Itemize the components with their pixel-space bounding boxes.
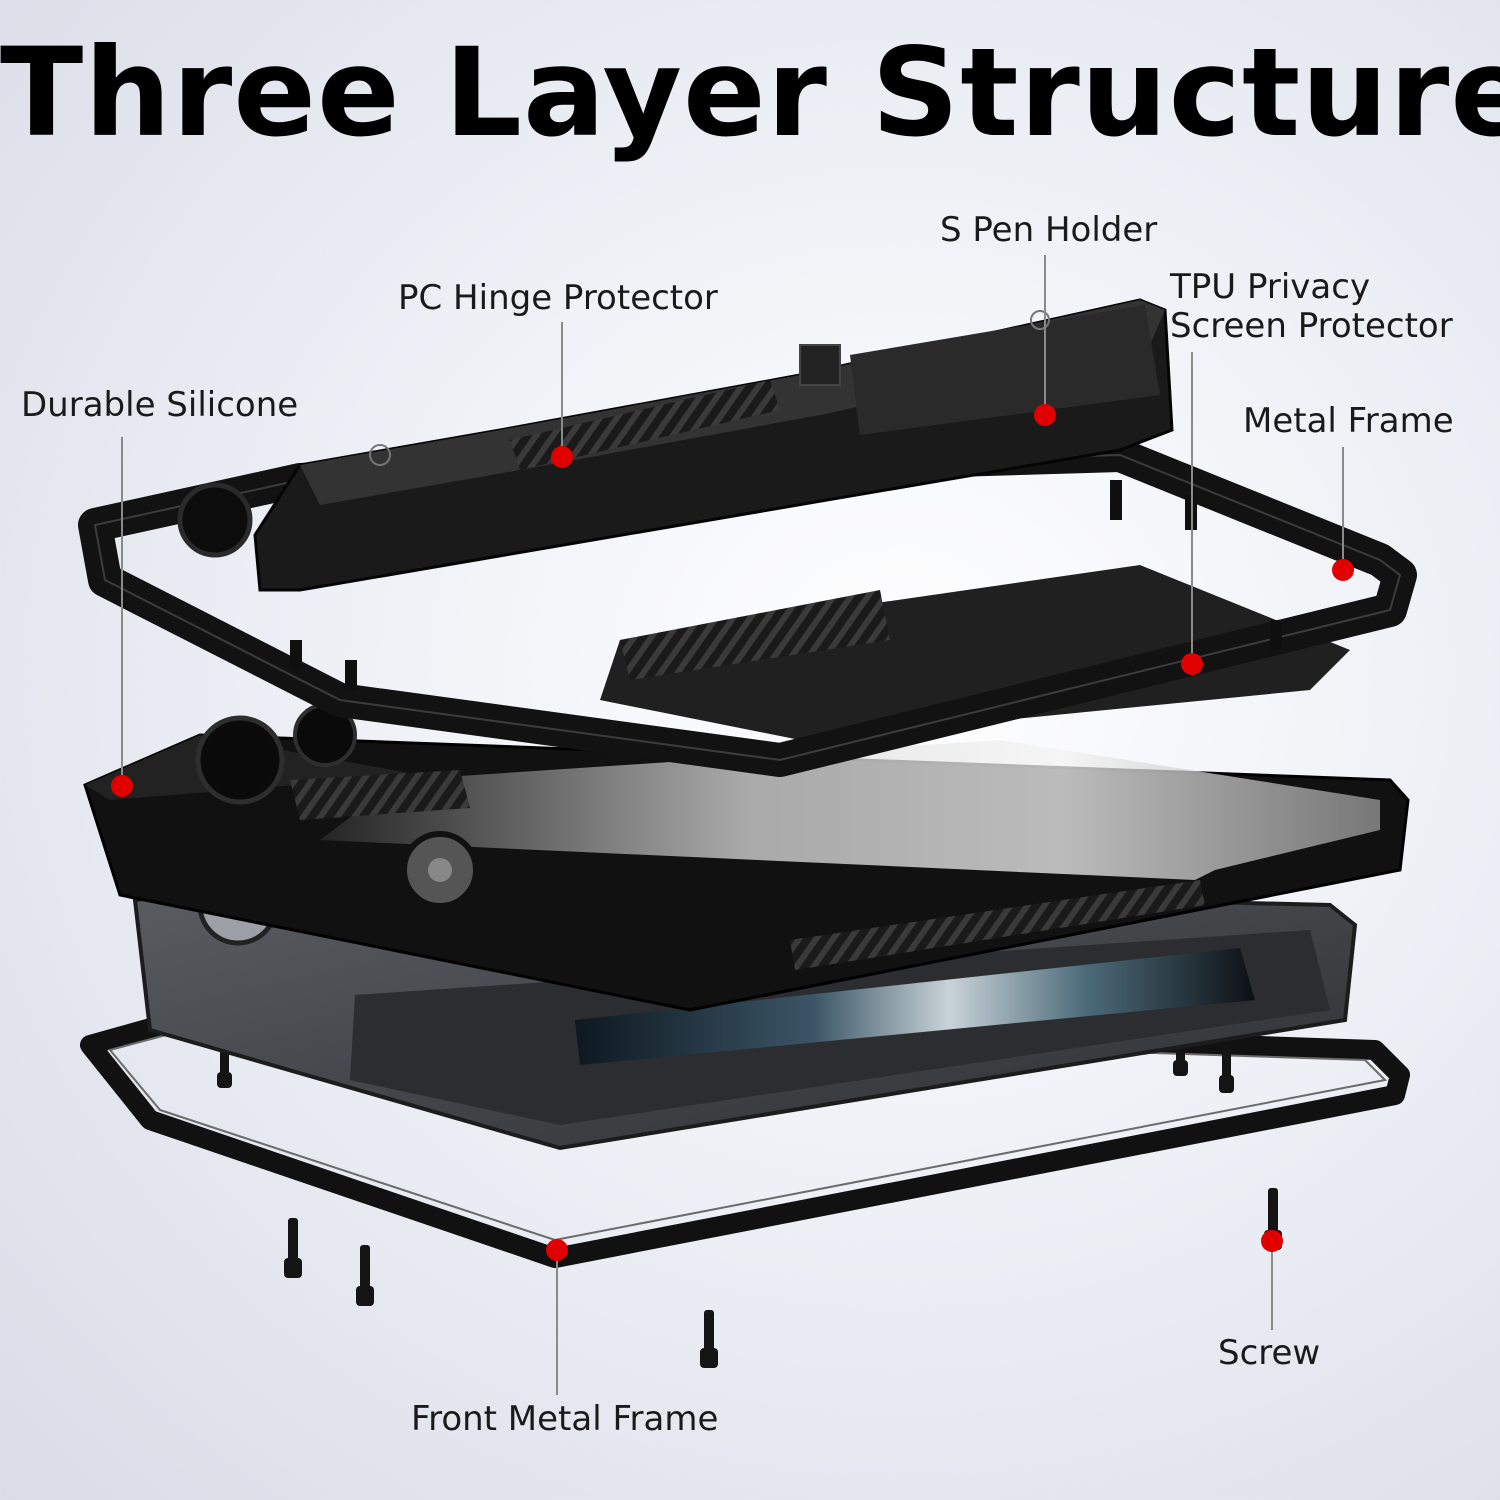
label-pc-hinge-protector: PC Hinge Protector: [398, 278, 718, 318]
marker-tpu-privacy: [1181, 653, 1203, 675]
pc-hinge-protector-shape: [253, 298, 1174, 592]
label-s-pen-holder: S Pen Holder: [940, 210, 1158, 250]
label-metal-frame: Metal Frame: [1243, 401, 1454, 441]
label-screw: Screw: [1218, 1333, 1321, 1373]
marker-durable-silicone: [111, 775, 133, 797]
marker-pc-hinge-protector: [551, 446, 573, 468]
label-durable-silicone: Durable Silicone: [21, 385, 299, 425]
marker-s-pen-holder: [1034, 404, 1056, 426]
label-tpu-privacy-line1: TPU Privacy: [1170, 267, 1371, 307]
marker-front-metal-frame: [546, 1239, 568, 1261]
tpu-privacy-screen-protector-shape: [600, 565, 1350, 740]
marker-screw: [1261, 1230, 1283, 1252]
label-front-metal-frame: Front Metal Frame: [411, 1399, 719, 1439]
marker-metal-frame: [1332, 559, 1354, 581]
page-title: Three Layer Structure: [0, 22, 1500, 164]
durable-silicone-shape: [83, 703, 1410, 1012]
label-tpu-privacy-line2: Screen Protector: [1170, 306, 1453, 346]
